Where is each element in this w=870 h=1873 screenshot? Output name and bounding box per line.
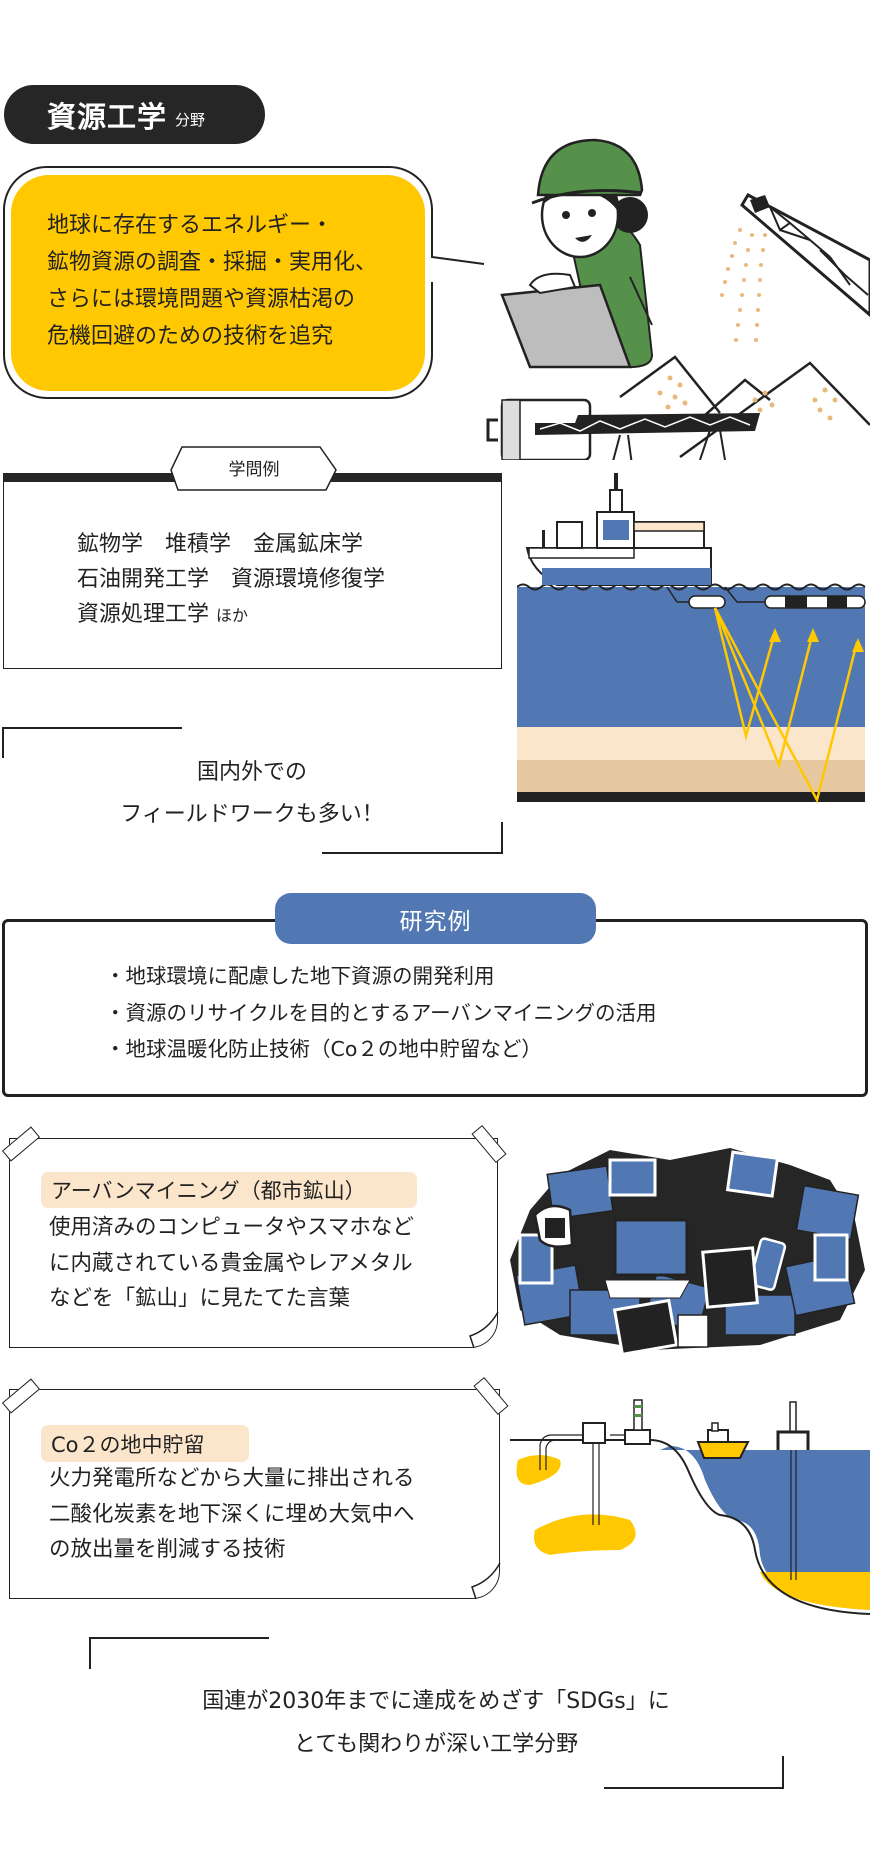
page-curl-icon [469,1311,499,1349]
offshore-platform-icon [776,1401,810,1580]
academic-fields-line: 石油開発工学 資源環境修復学 [77,567,386,592]
research-examples-list: 地球環境に配慮した地下資源の開発利用 資源のリサイクルを目的とするアーバンマイニ… [105,958,657,1068]
intro-line: 危機回避のための技術を追究 [47,324,334,349]
card-body-line: 二酸化炭素を地下深くに埋め大気中へ [49,1501,415,1527]
academic-fields-line: 鉱物学 堆積学 金属鉱床学 [77,532,364,557]
field-title: 資源工学 [47,99,168,134]
card-body-line: 使用済みのコンピュータやスマホなど [49,1215,414,1240]
falling-ore-dots [720,228,767,342]
urban-mining-title: アーバンマイニング（都市鉱山） [41,1172,417,1208]
card-body-line: に内蔵されている貴金属やレアメタル [49,1250,413,1276]
speech-bubble-tail [431,250,485,288]
intro-line: 鉱物資源の調査・採掘・実用化、 [47,250,378,275]
air-gun-icon [688,595,726,609]
academic-fields-label-badge [170,446,337,491]
sediment-layer-dark [517,760,865,792]
speech-bubble-tail-gap [430,250,436,282]
bracket-bottom-right [604,1787,784,1789]
bracket-top-left-vertical [89,1637,91,1669]
academic-fields-label: 学問例 [228,460,280,480]
fieldwork-line: フィールドワークも多い！ [120,802,384,827]
card-body-line: の放出量を削減する技術 [49,1537,286,1562]
tablet-icon [612,1246,759,1355]
research-examples-label: 研究例 [275,893,596,944]
academic-fields-suffix: ほか [216,606,249,625]
seismic-survey-illustration [517,473,866,804]
bracket-bottom-right [322,852,503,854]
injection-pipe-icon [539,1434,625,1525]
power-plant-icon [624,1429,651,1445]
hydrophone-streamer-icon [764,595,866,609]
sediment-layer-light [517,727,865,760]
smartphone-icon [518,1233,849,1291]
intro-line: 地球に存在するエネルギー・ [47,213,334,238]
card-body-line: 火力発電所などから大量に排出される [49,1466,415,1491]
card-body-line: などを「鉱山」に見たてた言葉 [49,1286,351,1311]
stacker-crane-icon [740,193,870,317]
fieldwork-line: 国内外での [196,760,307,785]
research-item: 地球環境に配慮した地下資源の開発利用 [105,958,656,995]
bracket-top-left [2,727,182,729]
mining-worker-illustration [486,138,870,460]
closing-line: 国連が2030年までに達成をめざす「SDGs」に [202,1689,670,1714]
urban-mining-description: 使用済みのコンピュータやスマホなどに内蔵されている貴金属やレアメタルなどを「鉱山… [49,1210,414,1317]
co2-storage-description: 火力発電所などから大量に排出される二酸化炭素を地下深くに埋め大気中への放出量を削… [49,1461,415,1568]
closing-note: 国連が2030年までに達成をめざす「SDGs」に とても関わりが深い工学分野 [89,1680,783,1766]
conveyor-icon [486,398,760,460]
co2-storage-illustration [510,1399,870,1615]
fieldwork-note: 国内外での フィールドワークも多い！ [2,752,502,836]
co2-storage-card [9,1389,500,1599]
laptop-icon [604,1150,780,1299]
field-title-suffix: 分野 [175,111,206,129]
research-item: 地球温暖化防止技術（Co２の地中貯留など） [105,1031,656,1068]
intro-description: 地球に存在するエネルギー・鉱物資源の調査・採掘・実用化、さらには環境問題や資源枯… [47,207,377,355]
bracket-top-left [89,1637,269,1639]
e-waste-pile-illustration [510,1148,865,1355]
survey-ship-icon [525,473,712,586]
bracket-top-left-vertical [2,727,4,758]
bracket-bottom-right-vertical [782,1756,784,1789]
research-item: 資源のリサイクルを目的とするアーバンマイニングの活用 [105,995,657,1032]
seismic-wave-arrows [713,607,859,804]
academic-fields-line-text: 資源処理工学 [77,602,210,627]
plant-building-icon [582,1422,606,1444]
helmet-icon [536,138,644,197]
bedrock-layer [517,792,865,802]
intro-line: さらには環境問題や資源枯渇の [47,287,356,312]
storage-reservoir-icon [516,1455,636,1555]
field-title-pill: 資源工学 分野 [4,85,265,144]
cargo-ship-icon [696,1422,750,1459]
academic-fields-line: 資源処理工学 ほか [77,597,385,633]
speech-bubble-fill [11,175,425,391]
co2-storage-title: Co２の地中貯留 [41,1425,249,1462]
page-curl-icon [471,1562,501,1600]
ore-pile-mountains-icon [619,355,870,459]
academic-fields-list: 鉱物学 堆積学 金属鉱床学石油開発工学 資源環境修復学資源処理工学 ほか [77,527,385,633]
closing-line: とても関わりが深い工学分野 [293,1732,579,1757]
bracket-bottom-right-vertical [501,822,503,854]
